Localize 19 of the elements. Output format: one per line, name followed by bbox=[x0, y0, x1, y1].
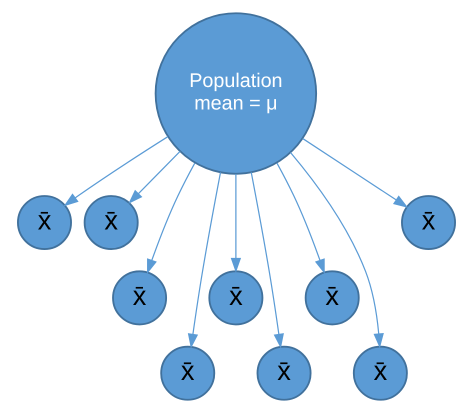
node-circle: x̄ bbox=[352, 346, 408, 401]
arrow bbox=[64, 136, 168, 206]
node-circle: x̄ bbox=[160, 346, 216, 401]
node-circle: Population mean = μ bbox=[154, 12, 318, 175]
arrow bbox=[290, 152, 384, 348]
arrow bbox=[147, 162, 196, 274]
arrow bbox=[250, 172, 284, 349]
arrow bbox=[276, 162, 325, 274]
node-circle: x̄ bbox=[17, 195, 72, 250]
arrow bbox=[230, 174, 242, 273]
node-circle: x̄ bbox=[401, 195, 456, 250]
node-circle: x̄ bbox=[304, 270, 360, 326]
node-circle: x̄ bbox=[208, 270, 264, 326]
arrow bbox=[128, 150, 181, 204]
node-circle: x̄ bbox=[112, 270, 168, 326]
node-circle: x̄ bbox=[256, 346, 312, 401]
arrow bbox=[302, 138, 408, 208]
arrow bbox=[188, 172, 222, 349]
node-circle: x̄ bbox=[84, 195, 139, 250]
